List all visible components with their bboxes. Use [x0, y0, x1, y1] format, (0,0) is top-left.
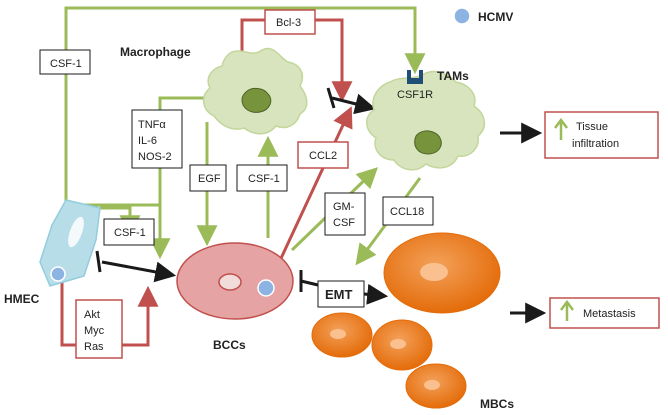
ccl2-text: CCL2 [309, 150, 337, 162]
macrophage-cytokine-pathway [149, 96, 205, 260]
bccs-label: BCCs [213, 338, 246, 352]
gmcsf-box [324, 192, 366, 236]
csf1-top-text: CSF-1 [50, 58, 82, 70]
tissue-text-1: Tissue [576, 121, 608, 133]
tams-label: TAMs [437, 69, 469, 83]
tissue-infiltration-box [544, 111, 659, 159]
hmec-label: HMEC [4, 292, 40, 306]
ccl2-pathway [268, 106, 353, 283]
cytokine-text-1: TNFα [138, 119, 166, 131]
csf1r-receptor [407, 70, 423, 84]
mbc-small-1-nucleus [330, 329, 346, 339]
mbc-large-nucleus [420, 263, 448, 281]
myc-text: Myc [84, 325, 105, 337]
mbc-small-3-nucleus [424, 380, 440, 390]
ccl2-box [297, 141, 349, 169]
bcl3-text: Bcl-3 [276, 17, 301, 29]
metastasis-text: Metastasis [583, 308, 636, 320]
mbcs-label: MBCs [480, 397, 514, 411]
macrophage-to-tams-blocker [326, 87, 336, 109]
emt-box [317, 280, 365, 308]
cytokine-text-3: NOS-2 [138, 151, 172, 163]
csf1-hmec-box [103, 218, 155, 246]
legend-virus-icon [453, 7, 471, 25]
gmcsf-text-2: CSF [333, 217, 355, 229]
metastasis-up-arrow-icon [560, 299, 574, 321]
macrophage-nucleus [241, 87, 272, 113]
csf1-top-box [39, 49, 91, 75]
csf1-top-pathway [64, 6, 426, 205]
hmec-to-bcc-arrow [101, 260, 177, 283]
bcc-nucleus [218, 273, 242, 291]
egf-text: EGF [198, 173, 221, 185]
ccl18-box [382, 196, 434, 226]
ccl18-text: CCL18 [390, 206, 424, 218]
emt-to-mbc-arrow [363, 283, 389, 305]
csf1r-label: CSF1R [397, 89, 433, 101]
akt-myc-ras-box [75, 299, 123, 359]
tissue-up-arrow-icon [554, 117, 568, 140]
legend-virus-label: HCMV [478, 10, 513, 24]
cytokine-text-2: IL-6 [138, 135, 157, 147]
tam-nucleus [414, 130, 442, 155]
akt-text: Akt [84, 309, 100, 321]
tam-cell [366, 70, 486, 171]
bcc-virus-icon [257, 279, 275, 297]
hmec-to-bcc-blocker [95, 250, 102, 273]
csf1-hmec-text: CSF-1 [114, 227, 146, 239]
csf1-mid-text: CSF-1 [248, 173, 280, 185]
bcc-emt-line [300, 279, 319, 287]
ras-text: Ras [84, 341, 104, 353]
emt-text: EMT [325, 287, 353, 302]
hmec-virus-icon [50, 266, 66, 282]
macrophage-to-tams-arrow [331, 93, 377, 115]
hmec-nucleus [68, 216, 84, 248]
egf-box [189, 164, 227, 192]
cytokine-box [131, 109, 183, 169]
tissue-text-2: infiltration [572, 138, 619, 150]
bcl3-box [264, 9, 316, 35]
macrophage-label: Macrophage [120, 45, 191, 59]
gmcsf-text-1: GM- [333, 201, 355, 213]
mbc-small-2-nucleus [390, 339, 406, 349]
csf1-mid-box [236, 164, 288, 192]
